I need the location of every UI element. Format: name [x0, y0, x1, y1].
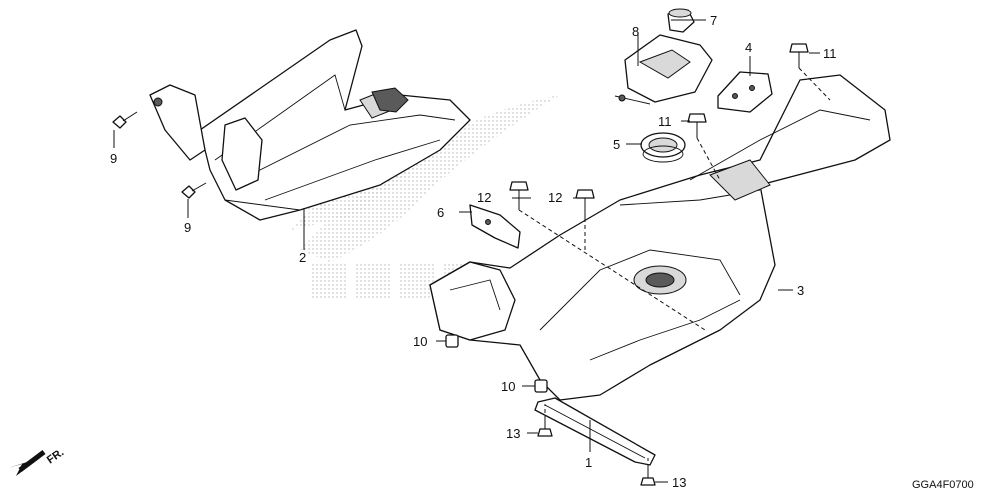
callout-11-upper: 11 [823, 46, 837, 61]
part-9-bolt-lower [181, 182, 207, 199]
part-9-bolt-upper [112, 111, 138, 129]
callout-5: 5 [613, 137, 620, 152]
callout-3: 3 [797, 283, 804, 298]
callout-6: 6 [437, 205, 444, 220]
callouts: 1 2 3 4 5 6 7 8 9 9 10 10 11 11 12 12 13… [110, 13, 837, 490]
callout-8: 8 [632, 24, 639, 39]
figure-code: GGA4F0700 [912, 479, 974, 491]
callout-9-upper: 9 [110, 151, 117, 166]
front-direction-arrow: FR. [8, 446, 66, 476]
part-10-nut-right [534, 379, 548, 393]
part-11-bolt-upper [789, 43, 809, 68]
front-direction-label: FR. [45, 446, 66, 466]
callout-10-right: 10 [501, 379, 515, 394]
callout-2: 2 [299, 250, 306, 265]
part-13-bolt-left [537, 420, 553, 437]
callout-10-left: 10 [413, 334, 427, 349]
callout-1: 1 [585, 455, 592, 470]
part-10-nut-left [445, 334, 459, 348]
part-6-plate [469, 204, 521, 249]
callout-11-lower: 11 [658, 114, 672, 129]
part-12-bolt-left [509, 181, 529, 210]
part-3-floor-cover [429, 74, 891, 401]
part-2-front-cover [149, 29, 471, 221]
part-5-grommet [640, 132, 686, 163]
part-13-bolt-right [640, 468, 656, 486]
part-8-lid [614, 34, 713, 105]
part-7-cap [667, 8, 695, 33]
part-1-bar [534, 397, 656, 466]
callout-9-lower: 9 [184, 220, 191, 235]
callout-12-right: 12 [548, 190, 562, 205]
callout-4: 4 [745, 40, 752, 55]
part-11-bolt-lower [687, 113, 707, 138]
callout-13-left: 13 [506, 426, 520, 441]
callout-7: 7 [710, 13, 717, 28]
callout-13-right: 13 [672, 475, 686, 490]
leader-lines [113, 19, 831, 483]
callout-12-left: 12 [477, 190, 491, 205]
part-12-bolt-right [575, 189, 595, 218]
part-4-bracket [717, 71, 773, 113]
